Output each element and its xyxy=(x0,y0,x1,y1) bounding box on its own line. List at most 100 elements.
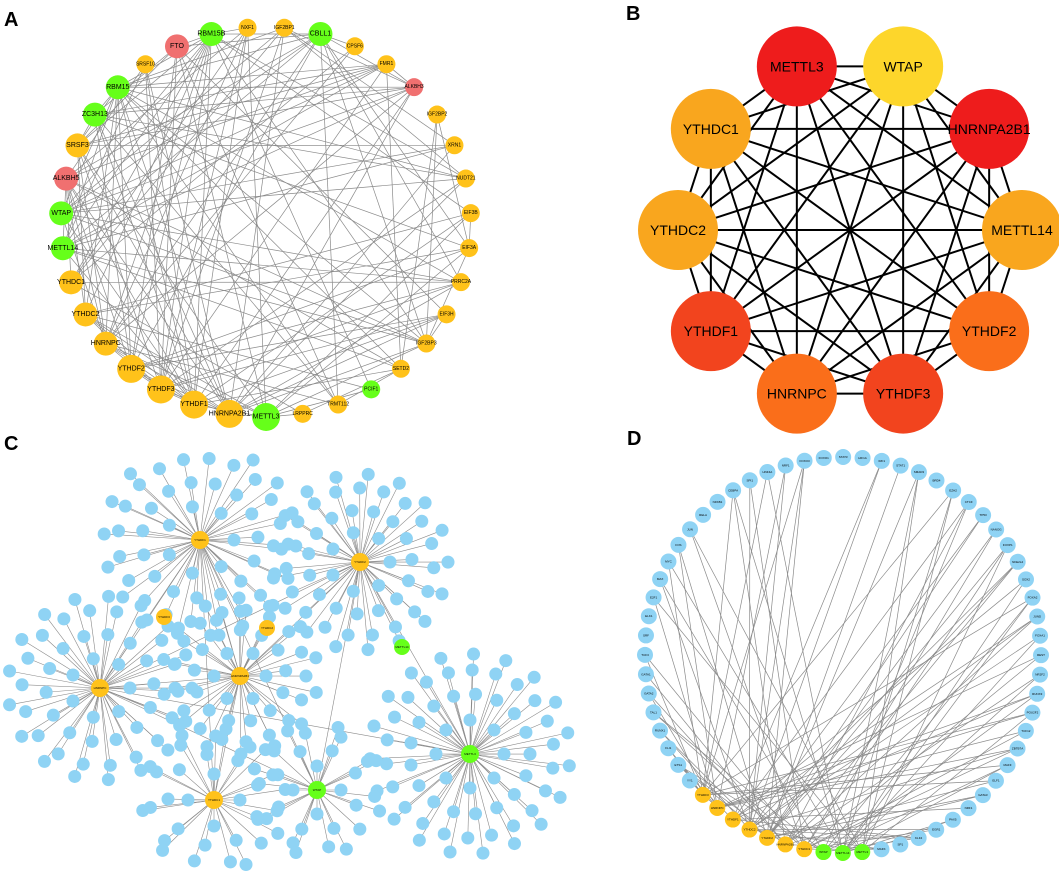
panel-d-node-nfe2l2[interactable]: NFE2L2 xyxy=(1009,553,1026,570)
panel-c-satellite-node[interactable] xyxy=(193,616,207,630)
panel-d-node-fli1[interactable]: FLI1 xyxy=(660,740,677,757)
panel-c-satellite-node[interactable] xyxy=(112,524,126,538)
panel-d-node-foxa2[interactable]: FOXA2 xyxy=(1024,589,1041,606)
panel-a-node-srsf3[interactable]: SRSF3 xyxy=(65,133,90,158)
panel-c-satellite-node[interactable] xyxy=(101,773,115,787)
panel-c-satellite-node[interactable] xyxy=(467,647,481,661)
panel-c-hub-wtap[interactable]: WTAP xyxy=(308,781,326,799)
panel-c-satellite-node[interactable] xyxy=(421,584,435,598)
panel-c-satellite-node[interactable] xyxy=(243,740,257,754)
panel-c-satellite-node[interactable] xyxy=(329,601,343,615)
panel-c-satellite-node[interactable] xyxy=(102,589,116,603)
panel-c-satellite-node[interactable] xyxy=(434,651,448,665)
panel-c-satellite-node[interactable] xyxy=(264,492,278,506)
panel-c-satellite-node[interactable] xyxy=(398,496,412,510)
panel-c-satellite-node[interactable] xyxy=(223,855,237,869)
panel-c-satellite-node[interactable] xyxy=(325,511,339,525)
panel-c-satellite-node[interactable] xyxy=(143,760,157,774)
panel-c-satellite-node[interactable] xyxy=(318,620,332,634)
panel-c-satellite-node[interactable] xyxy=(179,648,193,662)
panel-d-node-brd4[interactable]: BRD4 xyxy=(928,472,945,489)
panel-c-satellite-node[interactable] xyxy=(412,833,426,847)
panel-c-satellite-node[interactable] xyxy=(19,705,33,719)
panel-c-satellite-node[interactable] xyxy=(83,604,97,618)
panel-c-satellite-node[interactable] xyxy=(232,591,246,605)
panel-c-satellite-node[interactable] xyxy=(490,693,504,707)
panel-d-node-rela[interactable]: RELA xyxy=(695,506,712,523)
panel-c-satellite-node[interactable] xyxy=(134,599,148,613)
panel-c-satellite-node[interactable] xyxy=(381,689,395,703)
panel-c-satellite-node[interactable] xyxy=(507,819,521,833)
panel-c-satellite-node[interactable] xyxy=(184,476,198,490)
panel-c-satellite-node[interactable] xyxy=(110,605,124,619)
panel-d-node-ezh2[interactable]: EZH2 xyxy=(945,482,962,499)
panel-d-node-srf[interactable]: SRF xyxy=(637,627,654,644)
panel-c-satellite-node[interactable] xyxy=(207,767,221,781)
panel-c-satellite-node[interactable] xyxy=(177,453,191,467)
panel-c-satellite-node[interactable] xyxy=(51,747,65,761)
panel-c-satellite-node[interactable] xyxy=(487,723,501,737)
panel-b-node-hnrnpa2b1[interactable]: HNRNPA2B1 xyxy=(948,88,1031,169)
panel-d-node-sp1[interactable]: SP1 xyxy=(892,836,909,853)
panel-c-satellite-node[interactable] xyxy=(198,838,212,852)
panel-c-satellite-node[interactable] xyxy=(329,470,343,484)
panel-c-satellite-node[interactable] xyxy=(101,628,115,642)
panel-c-satellite-node[interactable] xyxy=(312,588,326,602)
panel-c-satellite-node[interactable] xyxy=(510,678,524,692)
panel-a-node-rbm15b[interactable]: RBM15B xyxy=(197,22,226,47)
panel-d-node-nanog[interactable]: NANOG xyxy=(988,521,1005,538)
panel-c-satellite-node[interactable] xyxy=(497,747,511,761)
panel-c-satellite-node[interactable] xyxy=(137,548,151,562)
panel-c-satellite-node[interactable] xyxy=(37,754,51,768)
panel-a-node-srsf10[interactable]: SRSF10 xyxy=(136,55,155,74)
panel-c-satellite-node[interactable] xyxy=(469,807,483,821)
panel-c-satellite-node[interactable] xyxy=(401,690,415,704)
panel-c-satellite-node[interactable] xyxy=(388,710,402,724)
panel-c-satellite-node[interactable] xyxy=(157,687,171,701)
panel-c-satellite-node[interactable] xyxy=(195,643,209,657)
panel-a-node-hnrnpa2b1[interactable]: HNRNPA2B1 xyxy=(209,399,251,428)
panel-c-satellite-node[interactable] xyxy=(116,590,130,604)
panel-c-satellite-node[interactable] xyxy=(463,781,477,795)
panel-c-satellite-node[interactable] xyxy=(465,663,479,677)
panel-d-node-nrf1[interactable]: NRF1 xyxy=(777,457,794,474)
panel-c-satellite-node[interactable] xyxy=(68,769,82,783)
panel-c-satellite-node[interactable] xyxy=(361,467,375,481)
panel-c-satellite-node[interactable] xyxy=(220,692,234,706)
panel-a-node-ythdf3[interactable]: YTHDF3 xyxy=(146,375,175,404)
panel-c-satellite-node[interactable] xyxy=(309,685,323,699)
panel-c-satellite-node[interactable] xyxy=(329,640,343,654)
panel-c-satellite-node[interactable] xyxy=(368,789,382,803)
panel-c-satellite-node[interactable] xyxy=(289,846,303,860)
panel-c-satellite-node[interactable] xyxy=(198,599,212,613)
panel-c-satellite-node[interactable] xyxy=(68,592,82,606)
panel-c-satellite-node[interactable] xyxy=(202,452,216,466)
panel-c-satellite-node[interactable] xyxy=(219,722,233,736)
panel-c-satellite-node[interactable] xyxy=(519,769,533,783)
panel-c-satellite-node[interactable] xyxy=(322,840,336,854)
panel-c-satellite-node[interactable] xyxy=(346,584,360,598)
panel-c-satellite-node[interactable] xyxy=(173,718,187,732)
panel-c-satellite-node[interactable] xyxy=(118,499,132,513)
panel-c-satellite-node[interactable] xyxy=(341,628,355,642)
panel-d-node-tal1[interactable]: TAL1 xyxy=(645,704,662,721)
panel-c-satellite-node[interactable] xyxy=(383,555,397,569)
panel-c-satellite-node[interactable] xyxy=(244,714,258,728)
panel-c-satellite-node[interactable] xyxy=(172,763,186,777)
panel-c-satellite-node[interactable] xyxy=(207,819,221,833)
panel-c-satellite-node[interactable] xyxy=(441,555,455,569)
panel-d-node-gata3[interactable]: GATA3 xyxy=(974,787,991,804)
panel-c-satellite-node[interactable] xyxy=(282,714,296,728)
panel-c-satellite-node[interactable] xyxy=(250,810,264,824)
panel-c-satellite-node[interactable] xyxy=(132,478,146,492)
panel-c-satellite-node[interactable] xyxy=(276,686,290,700)
panel-c-satellite-node[interactable] xyxy=(310,807,324,821)
panel-d-node-e2f1[interactable]: E2F1 xyxy=(645,589,662,606)
panel-c-satellite-node[interactable] xyxy=(278,601,292,615)
panel-d-node-hnf4a[interactable]: HNF4A xyxy=(759,464,776,481)
panel-c-satellite-node[interactable] xyxy=(499,654,513,668)
panel-c-satellite-node[interactable] xyxy=(279,664,293,678)
panel-d-node-jund[interactable]: JUND xyxy=(1029,608,1046,625)
panel-c-satellite-node[interactable] xyxy=(130,720,144,734)
panel-c-satellite-node[interactable] xyxy=(86,710,100,724)
